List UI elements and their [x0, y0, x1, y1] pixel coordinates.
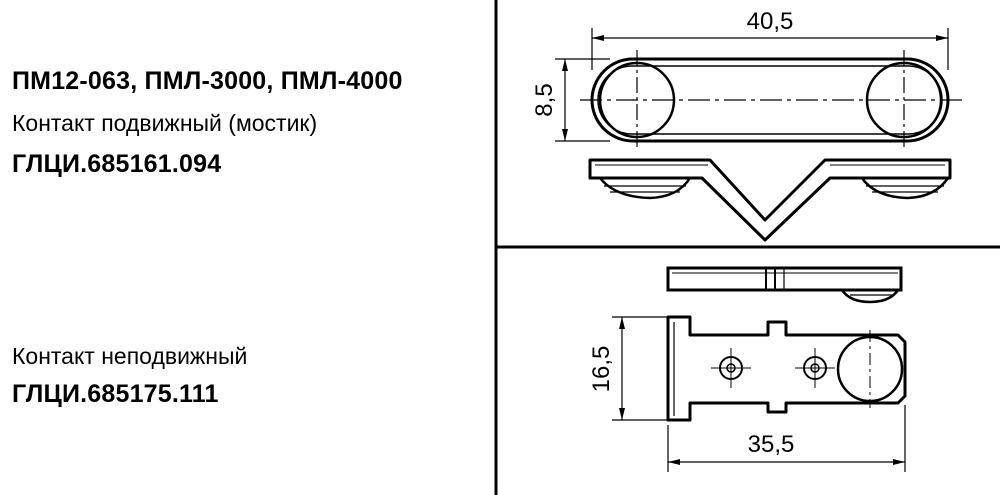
- moving-contact-models: ПМ12-063, ПМЛ-3000, ПМЛ-4000: [12, 67, 403, 95]
- moving-contact-code: ГЛЦИ.685161.094: [12, 150, 222, 178]
- dimension-35-5: [667, 405, 906, 472]
- fixed-contact-name: Контакт неподвижный: [12, 343, 248, 369]
- dim-label-8-5: 8,5: [531, 83, 558, 116]
- dim-label-16-5: 16,5: [588, 346, 615, 393]
- fixed-contact-code: ГЛЦИ.685175.111: [12, 380, 219, 408]
- fixed-contact-side-view: [666, 266, 903, 304]
- moving-contact-top-view: [580, 50, 965, 148]
- fixed-contact-top-view: [666, 315, 907, 422]
- dimension-8-5: [555, 58, 610, 142]
- dimension-16-5: [612, 316, 680, 421]
- moving-contact-name: Контакт подвижный (мостик): [12, 110, 318, 136]
- dimension-40-5: [591, 28, 949, 70]
- dim-label-35-5: 35,5: [748, 431, 795, 458]
- dim-label-40-5: 40,5: [747, 8, 794, 35]
- moving-contact-side-view: [588, 158, 952, 242]
